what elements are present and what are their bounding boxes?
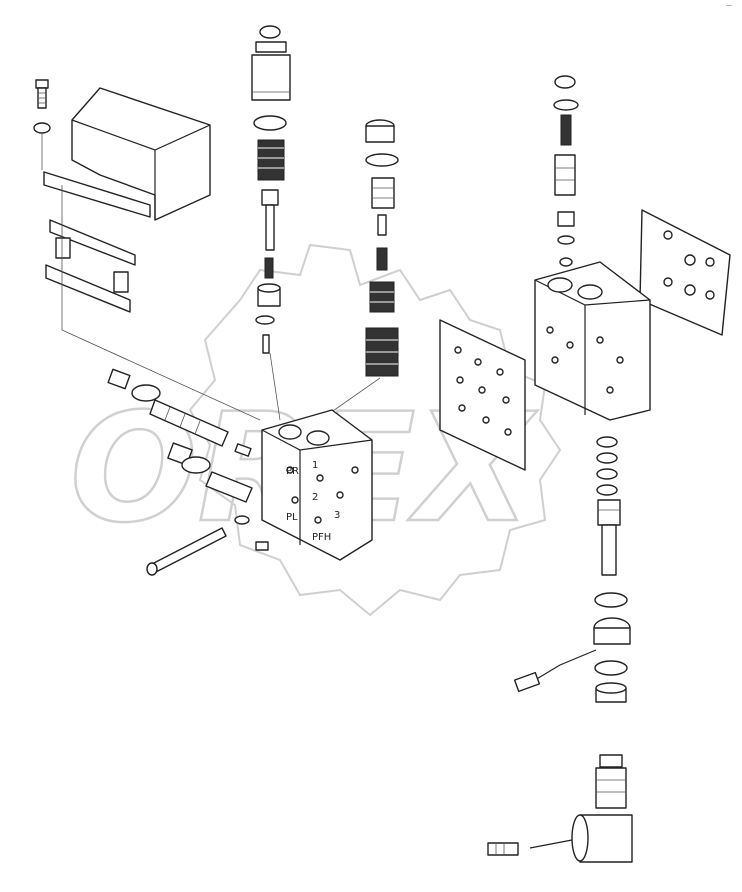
washer — [234, 515, 250, 525]
small-spring — [376, 247, 388, 271]
port-label-pl: PL — [286, 512, 298, 523]
check-valve — [205, 471, 253, 503]
screw — [255, 541, 269, 551]
plate-gasket-2 — [45, 264, 131, 313]
connector-plug — [487, 842, 519, 856]
o-ring — [594, 660, 628, 676]
o-ring — [596, 452, 618, 464]
solenoid-assembly — [529, 754, 633, 863]
valve-block — [261, 409, 373, 561]
port-label-2: 2 — [312, 492, 318, 503]
cover-gasket — [43, 171, 151, 218]
small-spring — [264, 257, 274, 279]
port-label-pr: PR — [286, 466, 299, 477]
pin — [377, 214, 387, 236]
spool-valve — [149, 399, 229, 447]
connector-plug — [513, 671, 541, 693]
o-ring — [596, 484, 618, 496]
valve-cover — [71, 87, 211, 221]
spring — [257, 139, 285, 181]
port-label-1: 1 — [312, 460, 318, 471]
o-ring — [596, 468, 618, 480]
spacer-sleeve-2 — [113, 271, 129, 293]
assembly-line — [61, 329, 261, 421]
corner-mark: — — [726, 2, 732, 9]
gasket-plate — [439, 319, 526, 471]
plug-cap — [554, 75, 576, 89]
cover-bolt — [35, 79, 49, 109]
spool-piston — [371, 177, 395, 209]
o-ring — [365, 153, 399, 167]
tie-bolt — [146, 527, 227, 576]
solenoid-valve-cartridge — [597, 499, 621, 576]
pin — [234, 443, 252, 457]
plug — [107, 368, 131, 390]
spool-piston — [554, 154, 576, 196]
snap-ring — [255, 315, 275, 325]
washer — [557, 235, 575, 245]
o-ring — [559, 257, 573, 267]
o-ring — [131, 384, 161, 402]
lock-nut — [595, 682, 627, 703]
cover-washer — [33, 122, 51, 134]
large-spring — [365, 327, 399, 377]
o-ring — [596, 436, 618, 448]
gasket-plate-right — [639, 209, 731, 336]
o-ring — [594, 592, 628, 608]
o-ring — [181, 456, 211, 474]
o-ring — [553, 99, 579, 111]
valve-seat — [257, 283, 281, 307]
watermark-gear — [188, 243, 562, 617]
solenoid-cap — [251, 25, 291, 101]
solenoid-coil — [534, 617, 631, 681]
pin — [262, 334, 270, 354]
assembly-line — [269, 352, 281, 421]
valve-block-right — [534, 261, 651, 421]
plug-cap — [365, 119, 395, 143]
small-spring — [560, 114, 572, 146]
plate-gasket-1 — [49, 219, 136, 266]
o-ring — [253, 115, 287, 131]
port-label-3: 3 — [334, 510, 340, 521]
nut — [557, 211, 575, 227]
valve-stem — [261, 189, 279, 251]
spacer-sleeve-1 — [55, 237, 71, 259]
spring — [369, 281, 395, 313]
port-label-pfh: PFH — [312, 532, 331, 543]
